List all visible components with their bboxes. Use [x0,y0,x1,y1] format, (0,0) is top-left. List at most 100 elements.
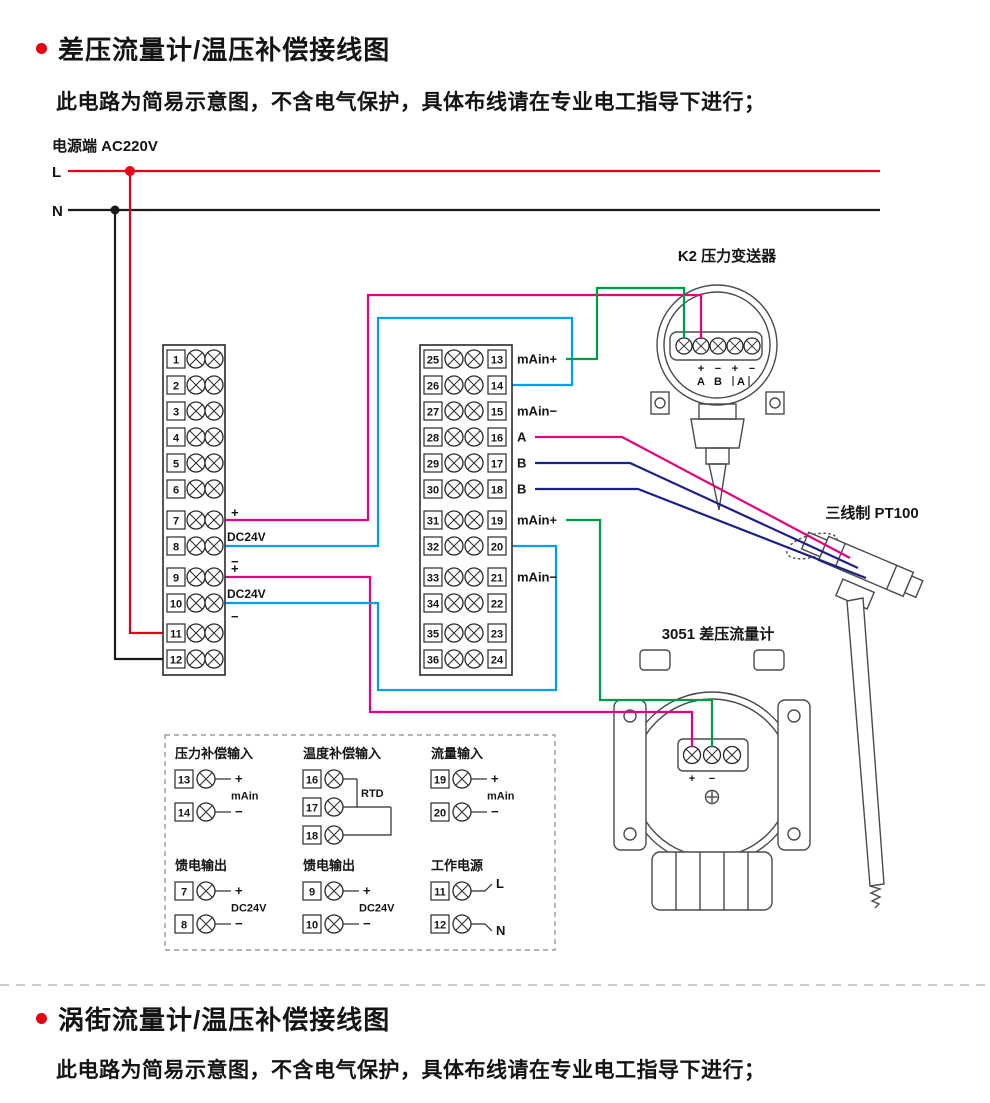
terminal-number: 16 [487,427,507,447]
screw-terminal-icon [692,337,710,355]
screw-terminal-icon [682,745,702,765]
k2-process-connection [650,376,785,511]
terminal-number-label: 12 [170,655,182,667]
screw-terminal-icon [726,337,744,355]
screw-terminal-icon [186,453,206,473]
screw-terminal-icon [444,623,464,643]
k2-title: K2 压力变送器 [678,247,777,265]
screw-terminal-icon [464,649,484,669]
terminal-number-label: 10 [306,920,318,932]
terminal-number: 23 [487,623,507,643]
dp-title: 3051 差压流量计 [662,625,775,643]
wire-dp-signal [566,518,714,747]
terminal-number-label: 20 [434,808,446,820]
terminal-number: 9 [166,567,186,587]
terminal-number: 9 [302,881,322,901]
screw-terminal-icon [444,510,464,530]
terminal-number: 17 [302,797,322,817]
terminal-number-label: 14 [178,808,191,820]
terminal-number-label: 24 [491,655,504,667]
terminal-number-label: 33 [427,573,439,585]
dp-flowmeter-3051: 3051 差压流量计 +− [613,625,811,911]
terminal-number-label: 16 [491,433,503,445]
terminal-number-label: 13 [491,355,503,367]
terminal-number-label: 35 [427,629,439,641]
screw-terminal-icon [196,914,216,934]
screw-terminal-icon [675,337,693,355]
screw-terminal-icon [452,914,472,934]
terminal-number: 8 [174,914,194,934]
mid-label: mAin [487,791,515,803]
terminal-number-label: 9 [173,573,179,585]
terminal-number: 33 [423,567,443,587]
screw-terminal-icon [324,881,344,901]
terminal-number: 2 [166,375,186,395]
screw-terminal-icon [204,593,224,613]
terminal-number: 30 [423,479,443,499]
terminal-number: 10 [302,914,322,934]
terminal-number: 18 [302,825,322,845]
terminal-number-label: 31 [427,516,439,528]
k2-sign-label: − [715,363,721,375]
screw-terminal-icon [464,375,484,395]
screw-terminal-icon [444,427,464,447]
screw-terminal-icon [444,649,464,669]
terminal-number: 15 [487,401,507,421]
screw-terminal-icon [324,825,344,845]
terminal-number-label: 8 [173,542,179,554]
screw-terminal-icon [444,453,464,473]
terminal-number: 25 [423,349,443,369]
screw-terminal-icon [186,623,206,643]
screw-terminal-icon [204,623,224,643]
k2-sign-label: + [698,363,704,375]
terminal-number: 14 [487,375,507,395]
screw-terminal-icon [186,427,206,447]
screw-terminal-icon [722,745,742,765]
terminal-number: 35 [423,623,443,643]
dp-sign-label: + [689,773,695,785]
wire-pt100-b2 [535,487,867,580]
wires [113,171,867,747]
terminal-number: 19 [487,510,507,530]
terminal-number-label: 14 [491,381,504,393]
terminal-number-label: 27 [427,407,439,419]
minus-label: − [235,804,243,819]
screw-terminal-icon [196,802,216,822]
pt100-body [786,531,924,909]
screw-terminal-icon [444,401,464,421]
signal-label: B [517,482,526,497]
dc24v-plus-label: + [231,561,239,576]
terminal-number-label: 8 [181,920,187,932]
screw-terminal-icon [444,536,464,556]
mid-label: DC24V [359,903,395,915]
line-n-label: N [52,203,63,220]
screw-terminal-icon [444,567,464,587]
terminal-number: 18 [487,479,507,499]
terminal-number: 16 [302,769,322,789]
section1-header: 差压流量计/温压补偿接线图 [36,30,390,67]
dc24v-plus-label: + [231,505,239,520]
terminal-number-label: 21 [491,573,503,585]
minus-label: − [235,916,243,931]
screw-terminal-icon [204,349,224,369]
terminal-number: 32 [423,536,443,556]
terminal-number-label: 7 [173,516,179,528]
terminal-number: 24 [487,649,507,669]
wire-pt100-a [535,435,851,559]
pt100-title: 三线制 PT100 [825,504,918,522]
terminal-number: 8 [166,536,186,556]
terminal-number: 7 [166,510,186,530]
screw-terminal-icon [464,479,484,499]
screw-terminal-icon [464,623,484,643]
screw-terminal-icon [186,649,206,669]
terminal-number-label: 13 [178,775,190,787]
section2-subtitle: 此电路为简易示意图，不含电气保护，具体布线请在专业电工指导下进行； [56,1059,766,1082]
